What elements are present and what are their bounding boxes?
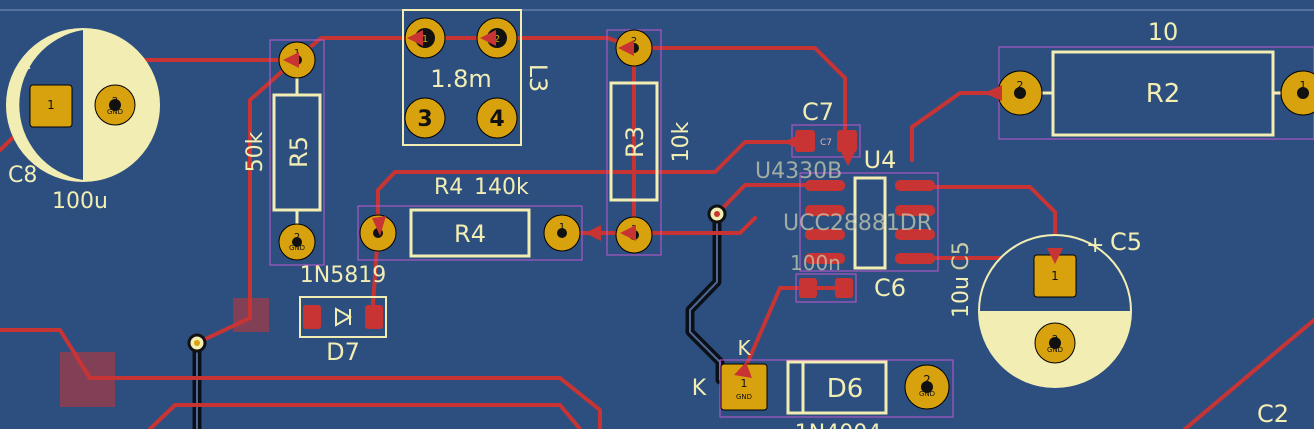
l3-pad4-num: 4: [489, 107, 504, 132]
d7-value: 1N5819: [300, 263, 386, 288]
d6-pad2-net: GND: [919, 390, 935, 398]
c5-pad2-num: 2: [1052, 334, 1058, 345]
component-r4[interactable]: 1 1 R4 R4 140k: [357, 175, 583, 261]
component-c5[interactable]: 1 2 GND + C5 10u C5: [949, 228, 1142, 388]
d6-pin-k-label: K: [692, 376, 707, 401]
u4-pin-4[interactable]: [805, 253, 845, 264]
r5-ref: R5: [285, 136, 313, 168]
r2-pad2-num: 2: [1017, 79, 1024, 92]
r2-pad1-num: 1: [1300, 79, 1307, 92]
u4-pin-8[interactable]: [895, 180, 935, 191]
d6-body: [786, 360, 888, 415]
d6-pad1-net: GND: [736, 393, 752, 401]
copper-pad-blob-small: [233, 298, 269, 332]
d6-ref: D6: [827, 374, 864, 404]
c5-ref-horizontal: C5: [1110, 228, 1142, 256]
l3-pad-4[interactable]: [476, 97, 518, 139]
d7-pad-2[interactable]: [365, 305, 383, 329]
component-r2[interactable]: 2 1 R2 10: [997, 18, 1314, 140]
u4-pin-2[interactable]: [805, 205, 845, 216]
r4-courtyard: [357, 205, 583, 261]
u4-ref: U4: [864, 146, 897, 174]
d6-value: 1N4004: [795, 421, 881, 429]
r5-pad2-num: 2: [294, 232, 300, 243]
c5-pad1-num: 1: [1051, 269, 1059, 283]
r4-body: [409, 208, 531, 258]
u4-body: [853, 176, 887, 270]
d7-ref: D7: [326, 338, 360, 366]
c8-pad1-num: 1: [47, 98, 55, 112]
component-u4[interactable]: U4 U4330B UCC28881DR: [755, 146, 939, 272]
r2-ref: R2: [1146, 79, 1181, 109]
l3-pad2-num: 2: [494, 34, 500, 45]
c8-pad-1[interactable]: [29, 84, 73, 128]
r5-courtyard: [269, 39, 325, 266]
trace-arrows: [283, 30, 1063, 378]
l3-value: 1.8m: [430, 65, 492, 93]
d6-pad-1[interactable]: [720, 363, 768, 411]
r4-value: 140k: [474, 175, 529, 200]
c6-ref: C6: [874, 274, 906, 302]
c2-ref: C2: [1257, 400, 1289, 428]
c8-plus-sign: +: [14, 56, 32, 81]
r5-value: 50k: [243, 131, 268, 172]
u4-pin-1[interactable]: [805, 180, 845, 191]
r4-pad2-num: 1: [559, 222, 565, 233]
c8-pad2-net: GND: [107, 108, 123, 116]
component-c6[interactable]: 100n C6: [790, 251, 906, 303]
component-c8[interactable]: + C8 100u 1 2 GND: [6, 28, 160, 214]
component-l3[interactable]: 3 4 1 2 1.8m L3: [402, 9, 552, 146]
c5-value: 10u: [949, 276, 974, 318]
u4-pin-7[interactable]: [895, 205, 935, 216]
d7-diode-symbol: [335, 307, 353, 327]
u4-value-text: U4330B: [755, 159, 842, 184]
c5-ref-vertical: C5: [949, 241, 974, 270]
d7-pad-1[interactable]: [303, 305, 321, 329]
c8-ref: C8: [8, 163, 37, 188]
d6-pin-k-small: K: [737, 336, 751, 360]
c6-pad-1[interactable]: [799, 278, 817, 298]
c6-pad-2[interactable]: [835, 278, 853, 298]
u4-pin-5[interactable]: [895, 253, 935, 264]
c6-courtyard: [795, 273, 857, 303]
c5-pad2-net: GND: [1047, 346, 1063, 354]
l3-pad1-num: 1: [422, 34, 428, 45]
c7-pad-2[interactable]: [837, 130, 857, 152]
c8-value: 100u: [52, 189, 108, 214]
c7-pad-label: C7: [820, 138, 832, 148]
d6-courtyard: [719, 359, 954, 418]
copper-pad-blob: [60, 352, 115, 407]
u4-pin-6[interactable]: [895, 229, 935, 240]
c8-pad2-num: 2: [112, 96, 118, 107]
component-d7[interactable]: 1N5819 D7: [299, 263, 387, 366]
r4-ref: R4: [454, 220, 486, 248]
component-r5[interactable]: 1 2 GND R5 50k: [243, 39, 325, 266]
r3-value: 10k: [669, 121, 694, 162]
r2-value: 10: [1148, 18, 1179, 46]
l3-outline: [402, 9, 522, 146]
r4-ref-small: R4: [434, 175, 463, 200]
d7-outline: [299, 296, 387, 338]
l3-pad-3[interactable]: [404, 97, 446, 139]
d6-pad1-num: 1: [741, 377, 748, 390]
component-d6[interactable]: 1 GND 2 GND D6 K K 1N4004: [692, 336, 954, 429]
r3-body: [609, 81, 659, 202]
l3-ref: L3: [524, 64, 552, 93]
c6-value: 100n: [790, 251, 841, 275]
vias: [187, 204, 727, 353]
c7-ref: C7: [802, 98, 834, 126]
l3-pad3-num: 3: [417, 107, 432, 132]
c5-plus-sign: +: [1086, 233, 1104, 258]
r5-pad2-net: GND: [289, 244, 305, 252]
u4-pin-3[interactable]: [805, 229, 845, 240]
r3-ref: R3: [621, 126, 649, 158]
u4-part-text: UCC28881DR: [783, 211, 932, 236]
u4-courtyard: [799, 172, 939, 272]
d6-pad2-num: 2: [923, 373, 931, 387]
